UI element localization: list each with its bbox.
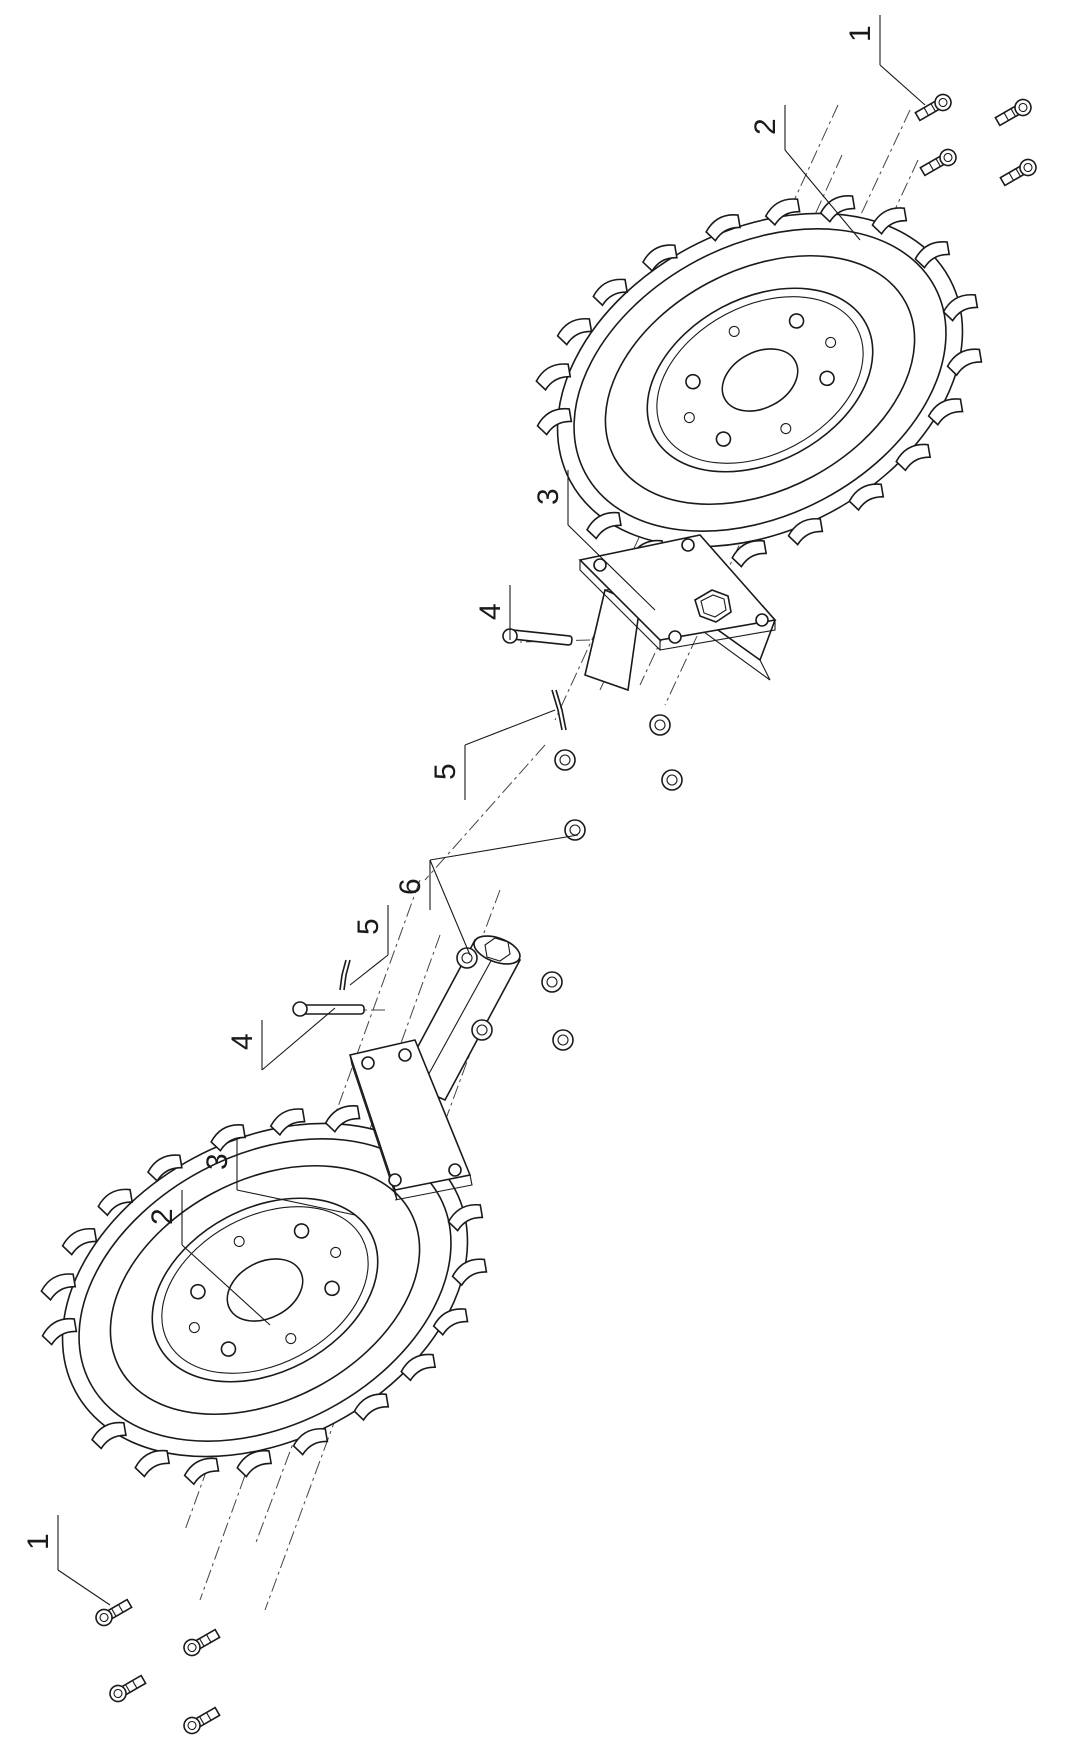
left-hub-shaft bbox=[348, 935, 522, 1201]
callout-4-left: 4 bbox=[226, 1033, 259, 1050]
callout-4-right: 4 bbox=[474, 603, 507, 620]
right-wheel bbox=[532, 189, 986, 577]
left-bolts bbox=[92, 1595, 222, 1738]
right-clip bbox=[551, 689, 567, 731]
callout-3-left: 3 bbox=[201, 1153, 234, 1170]
left-wheel bbox=[37, 1099, 491, 1487]
right-bolts bbox=[913, 90, 1040, 190]
callout-5-left: 5 bbox=[352, 918, 385, 935]
callout-5-right: 5 bbox=[429, 763, 462, 780]
callout-2-right: 2 bbox=[749, 118, 782, 135]
right-hub-shaft bbox=[578, 534, 777, 692]
callout-labels: 1 2 3 4 5 6 5 4 3 2 1 bbox=[22, 25, 877, 1550]
callout-2-left: 2 bbox=[146, 1208, 179, 1225]
left-pin bbox=[292, 1001, 365, 1017]
right-pin bbox=[502, 628, 573, 646]
left-clip bbox=[339, 959, 351, 991]
callout-1-bottom: 1 bbox=[22, 1533, 55, 1550]
callout-3-right: 3 bbox=[532, 488, 565, 505]
leader-lines bbox=[57, 15, 926, 1606]
callout-6: 6 bbox=[394, 878, 427, 895]
callout-1-top: 1 bbox=[844, 25, 877, 42]
